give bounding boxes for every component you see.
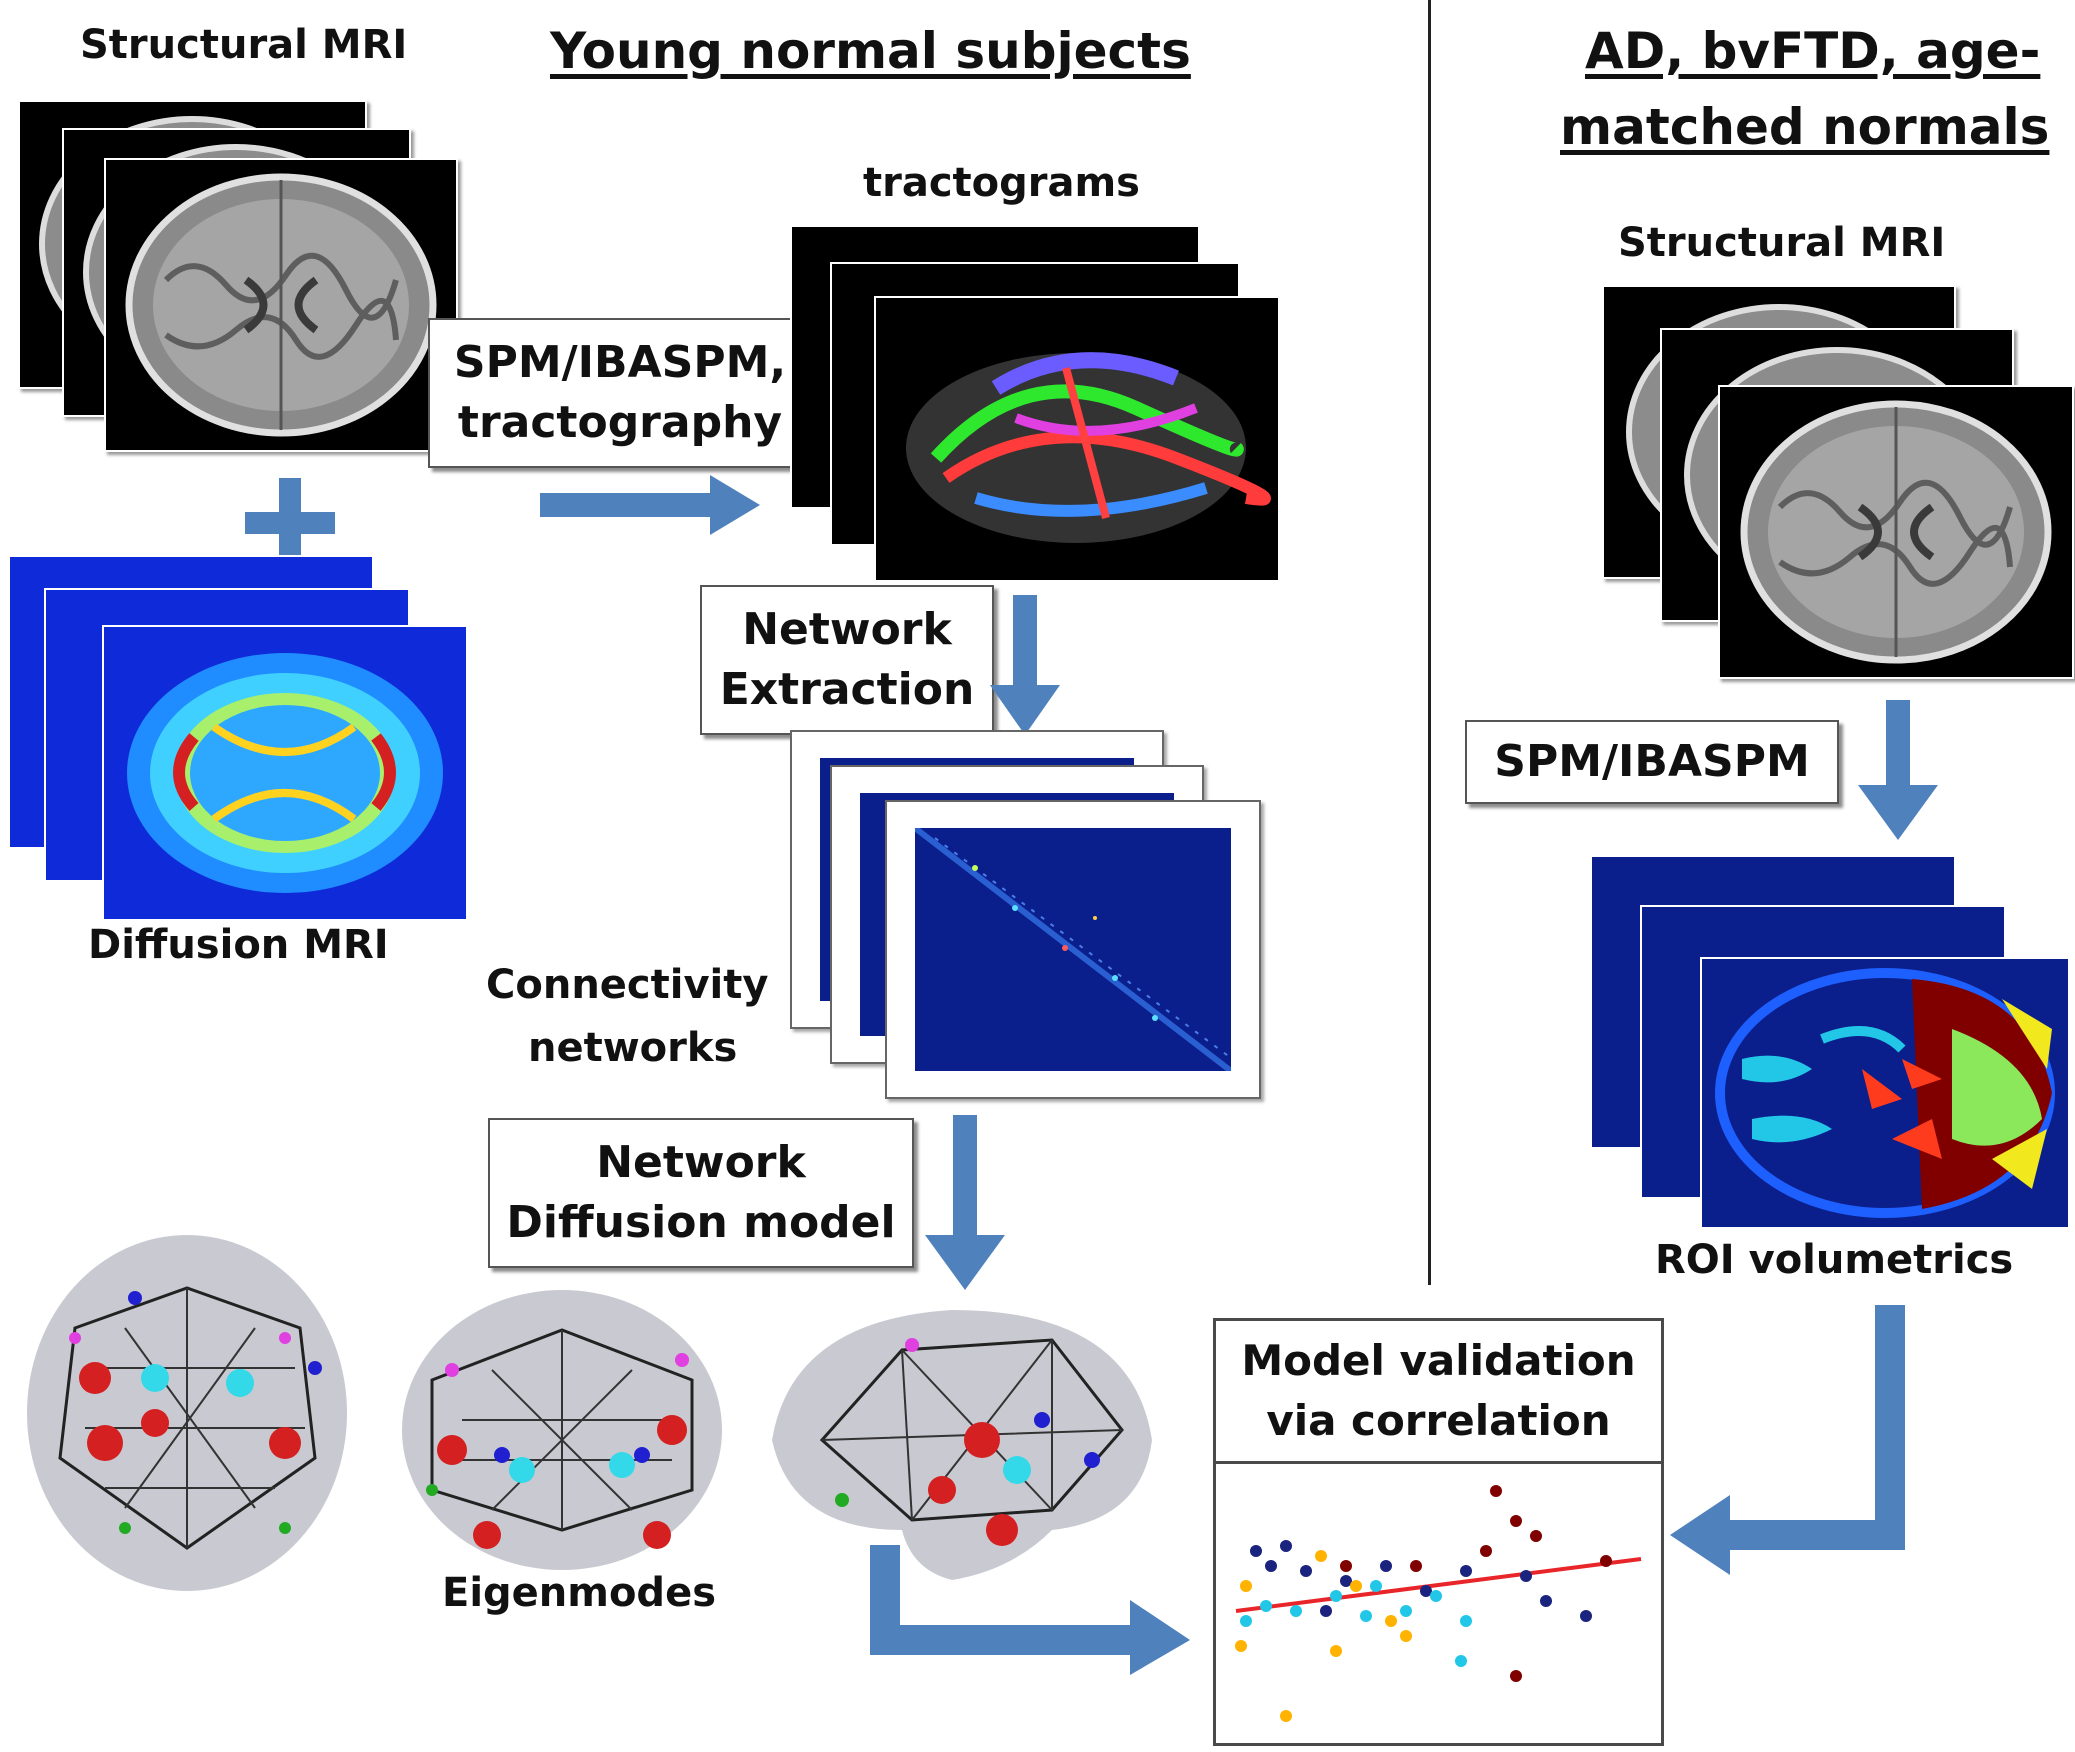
roi-segmentation-icon xyxy=(1715,968,2055,1218)
network-diffusion-line1: Network xyxy=(596,1137,806,1188)
arrow-to-validation-right-icon xyxy=(1670,1305,1920,1590)
regression-line xyxy=(1235,1557,1642,1613)
eigenmodes-label: Eigenmodes xyxy=(442,1570,717,1616)
model-validation-line2: via correlation xyxy=(1266,1396,1611,1445)
network-diffusion-model-box: Network Diffusion model xyxy=(488,1118,914,1268)
eigenmode-sagittal-brain-icon xyxy=(752,1290,1167,1590)
structural-mri-left-label: Structural MRI xyxy=(80,22,408,68)
roi-volumetrics-label: ROI volumetrics xyxy=(1655,1237,2014,1283)
spm-tractography-line1: SPM/IBASPM, xyxy=(453,337,787,388)
structural-mri-right-label: Structural MRI xyxy=(1618,220,1946,266)
network-extraction-line2: Extraction xyxy=(719,664,975,715)
network-diffusion-line2: Diffusion model xyxy=(506,1197,896,1248)
network-extraction-line1: Network xyxy=(742,604,952,655)
brain-slice-right-icon xyxy=(1740,400,2052,664)
plus-icon xyxy=(245,478,335,568)
eigenmode-coronal-brain-icon xyxy=(392,1280,732,1590)
model-validation-title: Model validation via correlation xyxy=(1216,1321,1661,1464)
patients-heading-line1: AD, bvFTD, age- xyxy=(1585,22,2041,80)
model-validation-line1: Model validation xyxy=(1241,1336,1636,1385)
arrow-to-roi-icon xyxy=(1858,700,1938,840)
diffusion-map-icon xyxy=(127,653,443,893)
brain-slice-icon xyxy=(125,173,437,437)
correlation-scatter-plot xyxy=(1235,1485,1642,1722)
eigenmode-axial-brain-icon xyxy=(15,1228,360,1598)
network-extraction-box: Network Extraction xyxy=(700,585,994,735)
spm-ibaspm-right-box: SPM/IBASPM xyxy=(1465,720,1839,804)
young-subjects-heading: Young normal subjects xyxy=(550,22,1191,80)
tractograms-label: tractograms xyxy=(863,160,1140,206)
section-divider xyxy=(1428,0,1431,1285)
connectivity-matrix-icon xyxy=(915,828,1231,1071)
diffusion-mri-label: Diffusion MRI xyxy=(88,922,389,968)
arrow-to-eigenmodes-icon xyxy=(925,1115,1005,1290)
connectivity-networks-label-line2: networks xyxy=(528,1025,738,1071)
arrow-to-validation-left-icon xyxy=(870,1545,1200,1675)
arrow-to-tractograms-icon xyxy=(540,475,760,535)
patients-heading-line2: matched normals xyxy=(1560,98,2050,156)
connectivity-networks-label-line1: Connectivity xyxy=(486,962,769,1008)
arrow-to-networks-icon xyxy=(990,595,1060,735)
spm-tractography-box: SPM/IBASPM, tractography xyxy=(428,318,812,468)
model-validation-panel: Model validation via correlation xyxy=(1213,1318,1664,1746)
spm-tractography-line2: tractography xyxy=(457,397,783,448)
tractogram-brain-icon xyxy=(906,352,1271,543)
